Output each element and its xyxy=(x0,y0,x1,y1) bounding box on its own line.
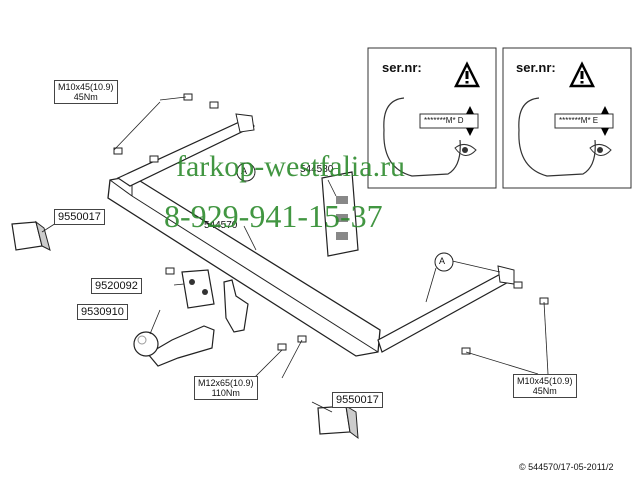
neck-bracket xyxy=(223,279,249,333)
bolt-spec: M10x45(10.9) xyxy=(517,376,573,386)
cover-cap-bottom xyxy=(317,405,359,440)
serial-panel-d xyxy=(367,47,497,189)
torque-label-bottom-mid: M12x65(10.9) 110Nm xyxy=(194,376,258,400)
torque-value: 45Nm xyxy=(73,92,98,102)
copyright-note: © 544570/17-05-2011/2 xyxy=(519,462,614,472)
mounting-plate xyxy=(181,269,215,309)
part-number-crossbar: 544570 xyxy=(204,220,238,231)
torque-label-bottom-right: M10x45(10.9) 45Nm xyxy=(513,374,577,398)
serial-code-2: *******M* E xyxy=(559,116,599,125)
fasteners xyxy=(113,93,549,355)
serial-title-1: ser.nr: xyxy=(382,60,422,75)
bolt-spec: M10x45(10.9) xyxy=(58,82,114,92)
marker-a-1: A xyxy=(241,166,248,176)
watermark-site: farkop-westfalia.ru xyxy=(176,150,406,183)
torque-value: 45Nm xyxy=(532,386,557,396)
torque-value: 110Nm xyxy=(211,388,240,398)
part-number-socket: 544580 xyxy=(300,164,334,175)
cover-cap-left xyxy=(11,220,51,251)
part-number-ball: 9530910 xyxy=(77,304,128,320)
left-bracket-arm xyxy=(116,113,255,187)
socket-kit xyxy=(321,171,359,257)
part-number-cover-bottom: 9550017 xyxy=(332,392,383,408)
watermark-phone: 8-929-941-15-37 xyxy=(164,198,383,234)
ball-neck xyxy=(133,325,215,367)
serial-title-2: ser.nr: xyxy=(516,60,556,75)
part-number-plate: 9520092 xyxy=(91,278,142,294)
part-number-cover-left: 9550017 xyxy=(54,209,105,225)
marker-a-2: A xyxy=(439,256,446,266)
leader-lines xyxy=(41,96,549,413)
torque-label-top-left: M10x45(10.9) 45Nm xyxy=(54,80,118,104)
right-bracket-arm xyxy=(377,265,515,353)
serial-panel-e xyxy=(502,47,632,189)
serial-code-1: *******M* D xyxy=(424,116,464,125)
bolt-spec: M12x65(10.9) xyxy=(198,378,254,388)
